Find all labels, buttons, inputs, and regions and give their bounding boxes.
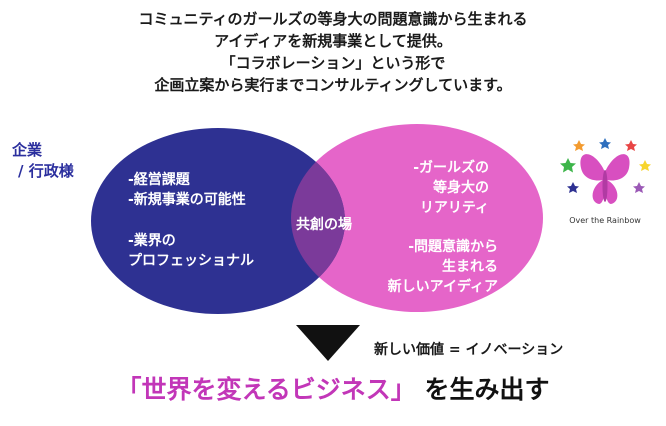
intro-line: 「コラボレーション」という形で	[220, 54, 446, 72]
left-group-2: -業界の プロフェッショナル	[128, 231, 254, 271]
intro-line: コミュニティのガールズの等身大の問題意識から生まれる	[138, 10, 528, 28]
down-triangle-icon	[296, 325, 360, 361]
right-item: 生まれる	[442, 259, 498, 275]
right-group-1: -ガールズの 等身大の リアリティ	[413, 158, 489, 218]
left-item: プロフェッショナル	[128, 253, 254, 269]
client-label-line1: 企業	[12, 141, 43, 159]
butterfly-icon	[560, 138, 651, 204]
right-circle	[291, 124, 543, 312]
right-item: -ガールズの	[413, 160, 489, 176]
client-label: 企業 / 行政様	[12, 140, 74, 182]
slogan: 「世界を変えるビジネス」 を生み出す	[0, 370, 666, 406]
left-group-1: -経営課題 -新規事業の可能性	[128, 170, 246, 210]
logo-text: Over the Rainbow	[569, 216, 641, 225]
left-item: -経営課題	[128, 172, 190, 188]
logo: Over the Rainbow	[555, 132, 655, 232]
right-item: -問題意識から	[408, 239, 498, 255]
intro-line: アイディアを新規事業として提供。	[214, 32, 452, 50]
intro-text: コミュニティのガールズの等身大の問題意識から生まれる アイディアを新規事業として…	[0, 8, 666, 96]
intro-line: 企画立案から実行までコンサルティングしています。	[154, 76, 512, 94]
left-circle	[91, 128, 345, 314]
client-label-line2: / 行政様	[18, 162, 74, 180]
left-item: -新規事業の可能性	[128, 192, 246, 208]
new-value-label: 新しい価値 = イノベーション	[374, 342, 564, 358]
slogan-rest: を生み出す	[415, 375, 550, 404]
right-group-2: -問題意識から 生まれる 新しいアイディア	[388, 237, 498, 297]
right-item: リアリティ	[419, 200, 489, 216]
slogan-highlight: 「世界を変えるビジネス」	[116, 375, 416, 404]
right-item: 新しいアイディア	[387, 279, 498, 295]
right-item: 等身大の	[433, 180, 489, 196]
left-item: -業界の	[128, 233, 176, 249]
overlap-label: 共創の場	[296, 217, 352, 233]
